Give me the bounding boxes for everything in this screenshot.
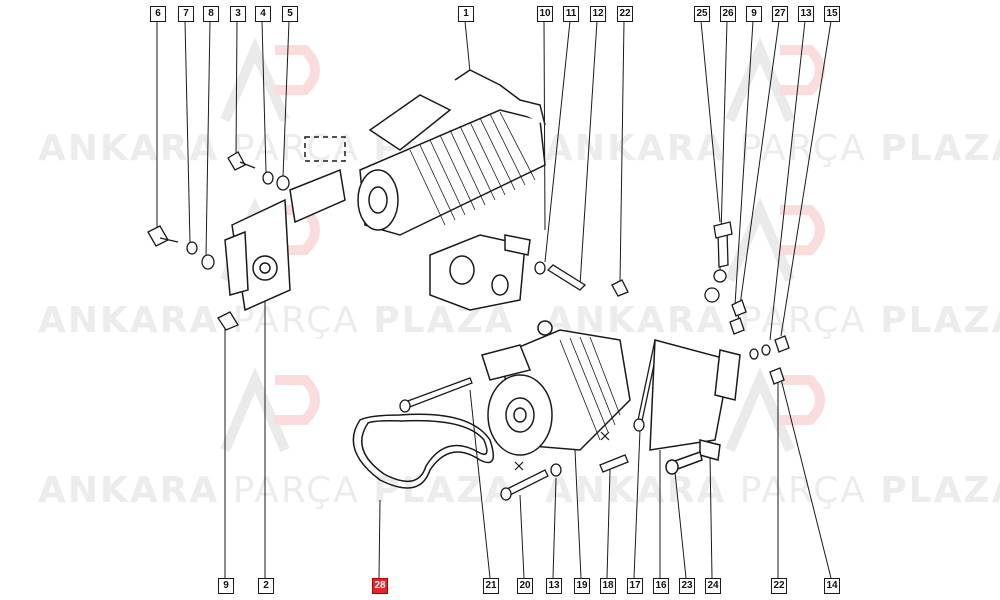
leader-line xyxy=(769,20,806,341)
logo-mark-1 xyxy=(220,37,320,122)
callout-5[interactable]: 5 xyxy=(282,6,298,22)
leader-line xyxy=(235,20,238,156)
callout-15[interactable]: 15 xyxy=(824,6,840,22)
leader-line xyxy=(606,469,611,579)
leader-line xyxy=(700,20,721,223)
leader-lines xyxy=(156,20,832,579)
watermark-row-3-right: ANKARA PARÇA PLAZA xyxy=(545,470,1000,511)
drive-belt xyxy=(352,413,495,489)
watermark-row-3-left: ANKARA PARÇA PLAZA xyxy=(38,470,515,511)
leader-line xyxy=(552,477,557,579)
callout-19[interactable]: 19 xyxy=(574,578,590,594)
callout-20[interactable]: 20 xyxy=(517,578,533,594)
callout-14[interactable]: 14 xyxy=(824,578,840,594)
long-bolts xyxy=(399,339,660,501)
leader-line xyxy=(519,494,525,579)
leader-line xyxy=(574,449,582,579)
leader-line xyxy=(579,20,598,286)
leader-line xyxy=(619,20,625,283)
leader-line xyxy=(184,20,191,244)
leader-line xyxy=(282,20,290,178)
callout-8[interactable]: 8 xyxy=(203,6,219,22)
callout-4[interactable]: 4 xyxy=(255,6,271,22)
starter-motor xyxy=(304,69,546,236)
leader-line xyxy=(779,374,832,579)
leader-line xyxy=(261,20,267,173)
x-marker-right xyxy=(600,431,610,441)
leader-line xyxy=(780,20,832,337)
callout-22-bottom[interactable]: 22 xyxy=(771,578,787,594)
callout-1[interactable]: 1 xyxy=(458,6,474,22)
callout-27[interactable]: 27 xyxy=(772,6,788,22)
callout-23[interactable]: 23 xyxy=(679,578,695,594)
hardware-left xyxy=(147,151,290,331)
callout-11[interactable]: 11 xyxy=(563,6,579,22)
callout-25[interactable]: 25 xyxy=(694,6,710,22)
callout-17[interactable]: 17 xyxy=(627,578,643,594)
watermark-row-1-right: ANKARA PARÇA PLAZA xyxy=(545,128,1000,169)
callout-6[interactable]: 6 xyxy=(150,6,166,22)
leader-line xyxy=(464,20,471,73)
alternator-bracket xyxy=(429,234,531,311)
leader-line xyxy=(543,20,546,231)
leader-line xyxy=(469,389,491,579)
hardware-right xyxy=(704,221,790,385)
leader-line xyxy=(633,429,641,579)
logo-mark-5 xyxy=(220,367,320,452)
logo-mark-2 xyxy=(725,37,825,122)
callout-18[interactable]: 18 xyxy=(600,578,616,594)
callout-13-bottom[interactable]: 13 xyxy=(546,578,562,594)
starter-bracket xyxy=(224,168,346,312)
callout-10[interactable]: 10 xyxy=(537,6,553,22)
leader-line xyxy=(737,20,780,321)
leader-line xyxy=(205,20,211,257)
leader-line xyxy=(378,499,381,579)
callout-9-bottom[interactable]: 9 xyxy=(218,578,234,594)
callout-26[interactable]: 26 xyxy=(720,6,736,22)
callout-16[interactable]: 16 xyxy=(653,578,669,594)
leader-line xyxy=(734,20,754,306)
adjusting-bracket xyxy=(649,339,741,475)
callout-22-top[interactable]: 22 xyxy=(617,6,633,22)
leader-line xyxy=(709,454,713,579)
logo-mark-6 xyxy=(725,367,825,452)
leader-line xyxy=(544,20,571,263)
logo-mark-4 xyxy=(725,197,825,282)
callout-7[interactable]: 7 xyxy=(178,6,194,22)
callout-9-top[interactable]: 9 xyxy=(746,6,762,22)
callout-28-highlighted[interactable]: 28 xyxy=(372,578,388,594)
callout-2[interactable]: 2 xyxy=(258,578,274,594)
hardware-center xyxy=(534,261,629,297)
callout-24[interactable]: 24 xyxy=(705,578,721,594)
callout-3[interactable]: 3 xyxy=(230,6,246,22)
callout-13-top[interactable]: 13 xyxy=(798,6,814,22)
callout-21[interactable]: 21 xyxy=(483,578,499,594)
alternator xyxy=(481,320,631,456)
watermark-row-2-right: ANKARA PARÇA PLAZA xyxy=(545,300,1000,341)
x-marker-left xyxy=(514,461,524,471)
callout-12[interactable]: 12 xyxy=(590,6,606,22)
leader-line xyxy=(674,471,687,579)
